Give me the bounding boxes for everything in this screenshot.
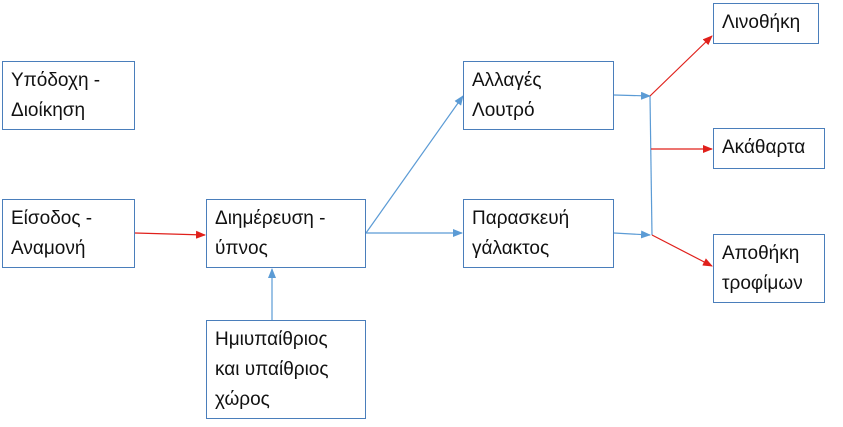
arrow-milk-to-junction	[613, 230, 651, 239]
node-reception-administration: Υπόδοχη - Διοίκηση	[2, 61, 135, 130]
node-dirty-laundry: Ακάθαρτα	[713, 128, 825, 169]
node-outdoor-area: Ημιυπαίθριος και υπαίθριος χώρος	[206, 320, 366, 419]
node-entrance-waiting: Είσοδος - Αναμονή	[2, 199, 135, 268]
node-food-storage: Αποθήκη τροφίμων	[713, 234, 825, 303]
junction-line	[649, 95, 653, 236]
arrow-daycare-to-changes	[365, 95, 464, 234]
arrow-junction-to-storage	[651, 234, 713, 267]
node-daycare-sleep: Διημέρευση - ύπνος	[206, 199, 366, 268]
node-milk-preparation: Παρασκευή γάλακτος	[463, 199, 614, 268]
node-changes-bathroom: Αλλαγές Λουτρό	[463, 61, 614, 130]
node-linen-room: Λινοθήκη	[713, 3, 819, 44]
arrow-junction-to-linen	[649, 35, 713, 97]
arrow-changes-to-junction	[613, 91, 651, 100]
arrow-entrance-to-daycare	[134, 230, 206, 239]
